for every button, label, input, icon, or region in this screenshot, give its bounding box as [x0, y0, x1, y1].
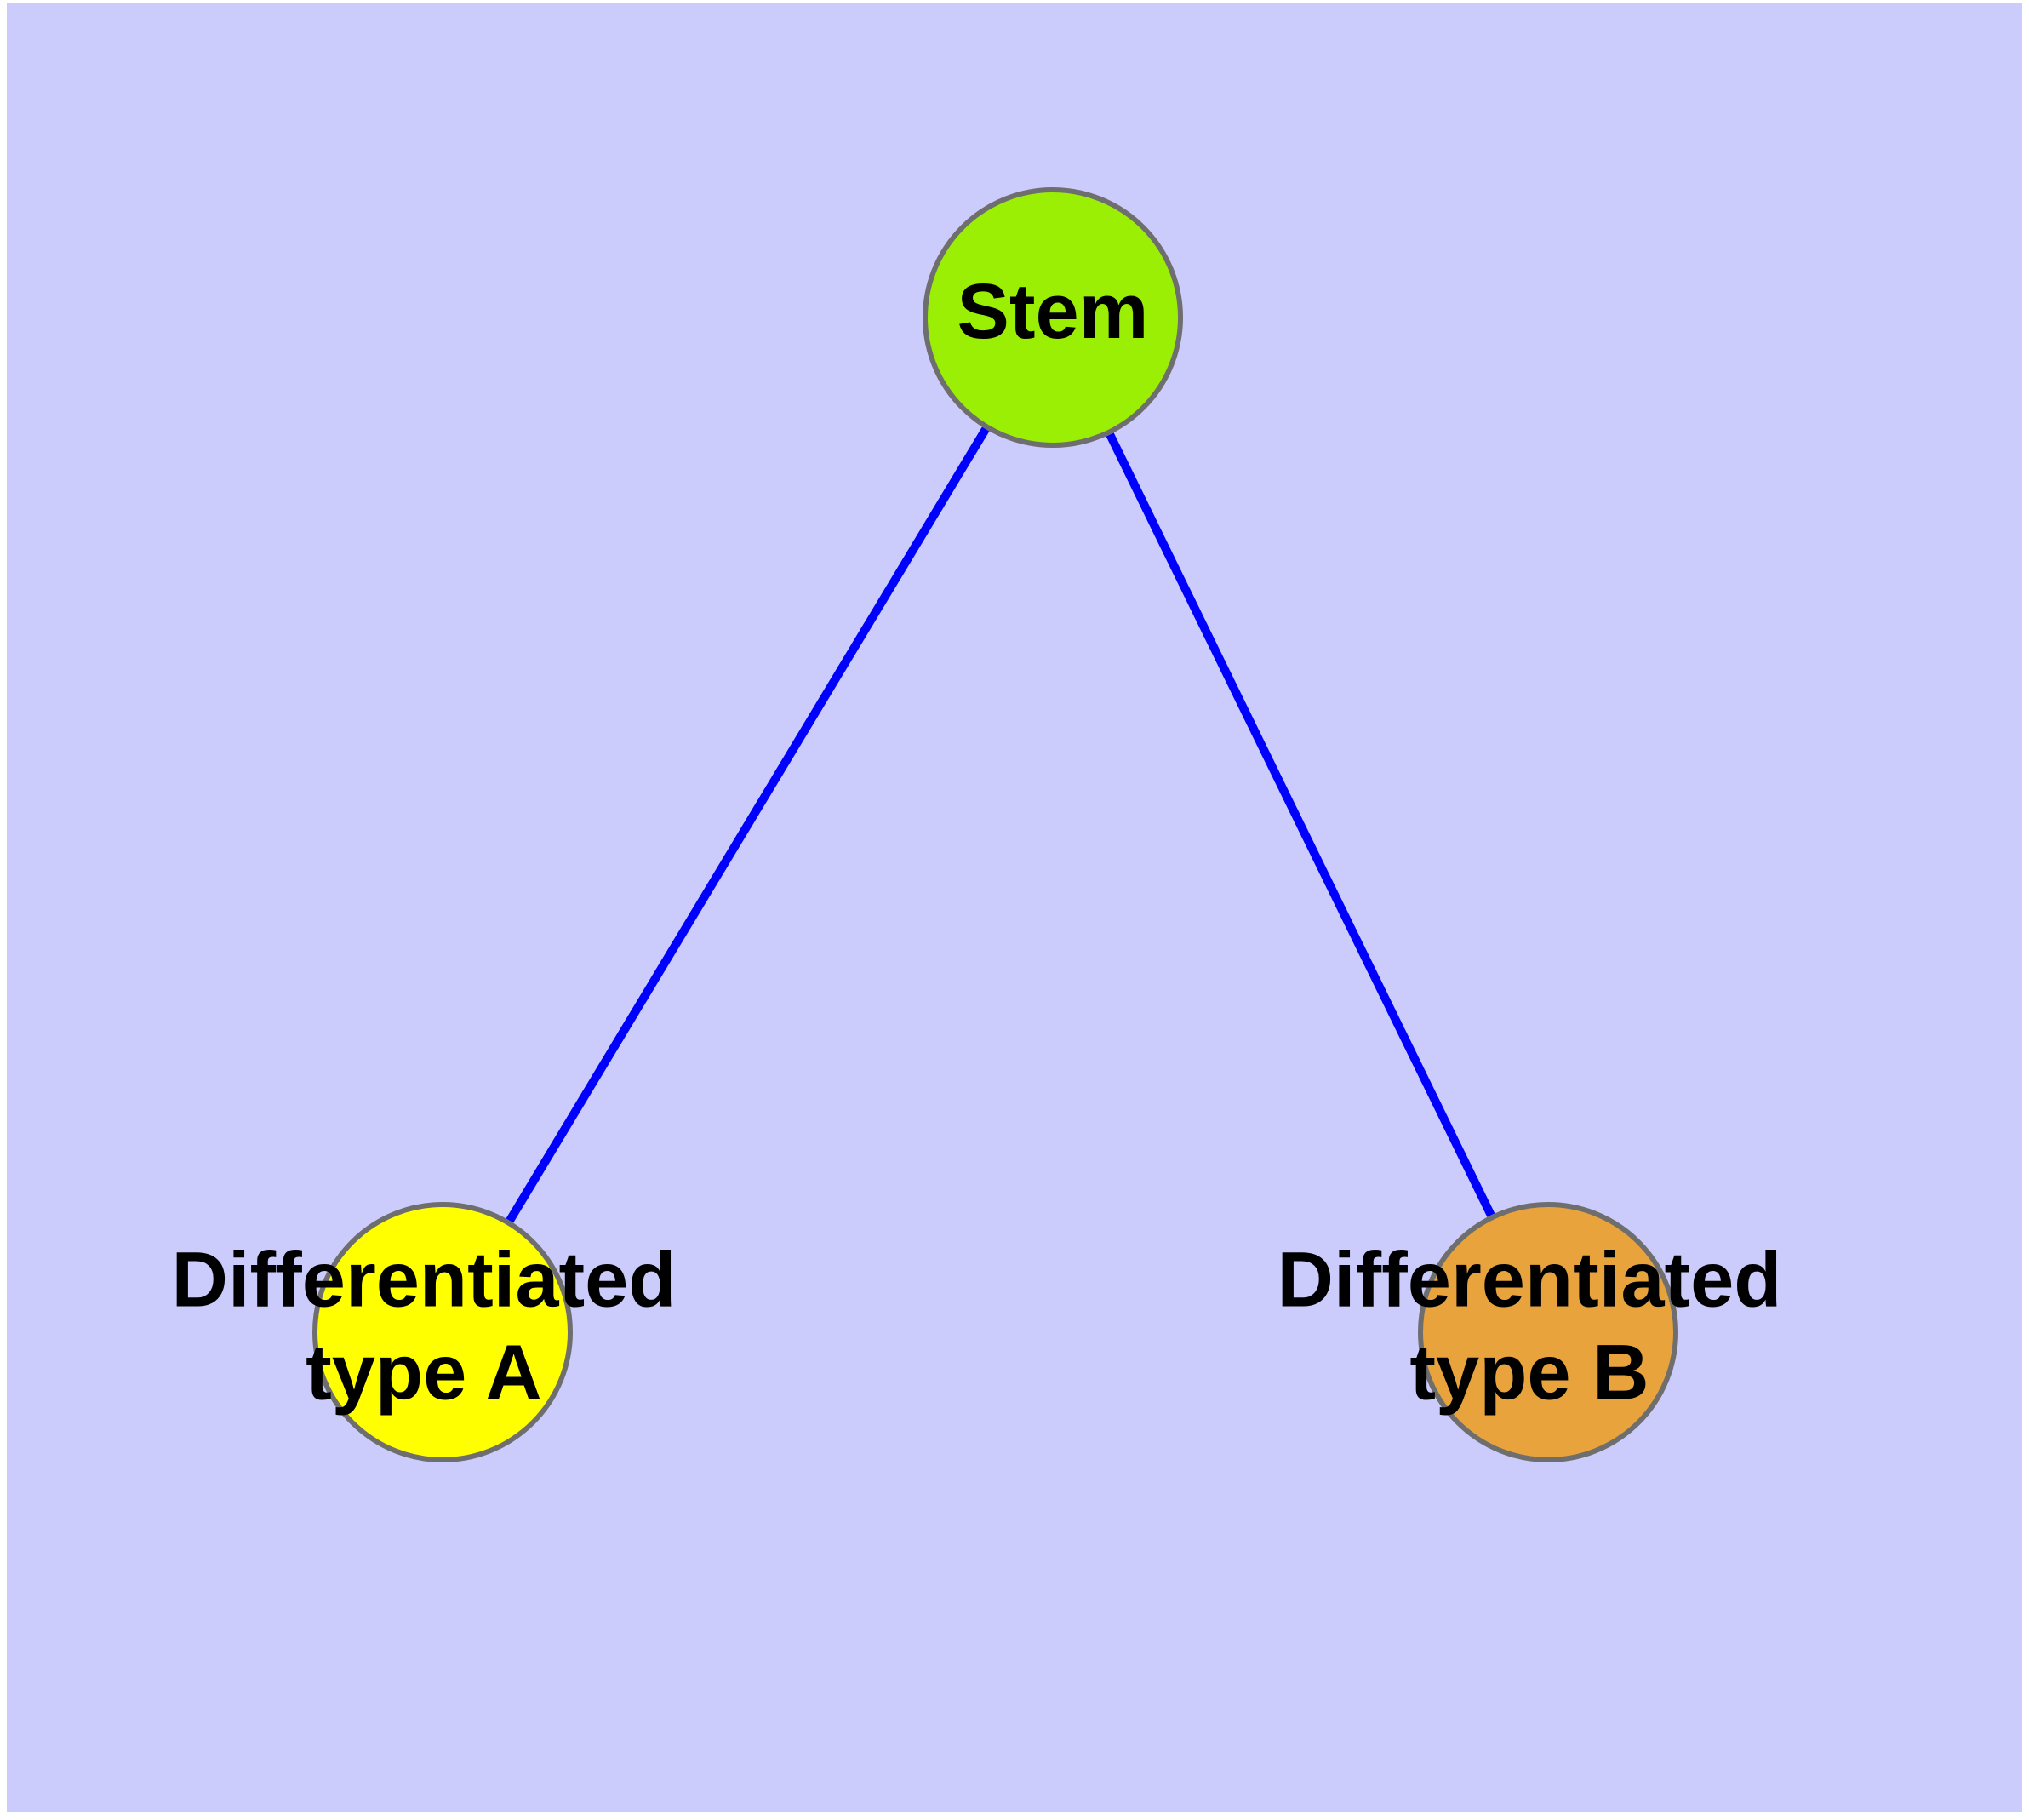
graph-node-diff_b[interactable] — [1418, 1202, 1678, 1462]
graph-node-label-line: Stem — [957, 268, 1149, 355]
graph-node-diff_a[interactable] — [312, 1202, 573, 1462]
graph-node-label-line: type A — [306, 1330, 542, 1417]
graph-edge-stem-diff_b[interactable] — [1106, 432, 1495, 1217]
graph-edge-stem-diff_a[interactable] — [506, 426, 990, 1223]
graph-node-label-line: Differentiated — [172, 1237, 677, 1324]
graph-node-label-line: type B — [1409, 1330, 1649, 1417]
graph-node-label-stem: Stem — [957, 268, 1149, 355]
graph-node-stem[interactable] — [923, 187, 1183, 448]
nodes-layer — [312, 187, 1678, 1462]
graph-node-label-line: Differentiated — [1277, 1237, 1782, 1324]
edges-layer — [506, 426, 1495, 1223]
